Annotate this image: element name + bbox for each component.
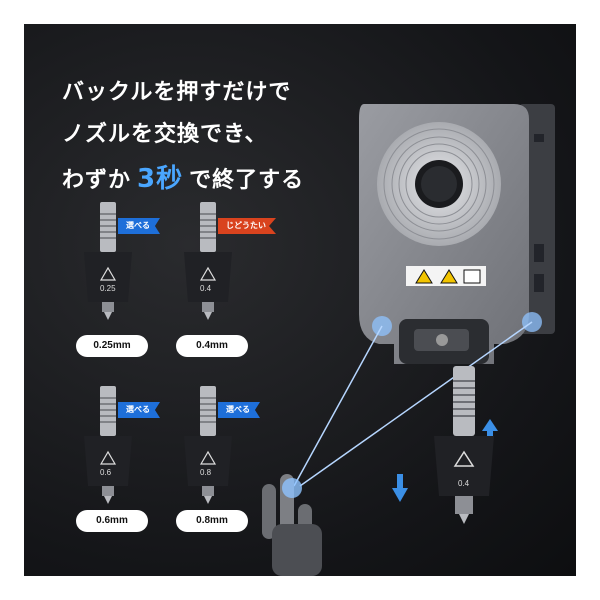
- nozzle-engraving: 0.6: [100, 468, 112, 477]
- headline-line-1: バックルを押すだけで: [62, 80, 292, 105]
- nozzle-option-3: [84, 386, 132, 504]
- temperature-icon: [463, 269, 481, 284]
- nozzle-size-label: 0.8mm: [176, 510, 248, 532]
- nozzle-option-2: [184, 202, 232, 320]
- hand-illustration: [262, 474, 322, 576]
- arrow-down-icon: [397, 474, 403, 488]
- nozzle-tag-ribbon: じどうたい: [218, 218, 276, 234]
- nozzle-tag-ribbon: 選べる: [118, 402, 160, 418]
- hero-nozzle-warning-icon: [453, 450, 475, 467]
- touch-point-hand: [282, 478, 302, 498]
- nozzle-engraving: 0.8: [200, 468, 212, 477]
- headline-line-3-before: わずか: [62, 168, 132, 193]
- nozzle-tag-ribbon: 選べる: [118, 218, 160, 234]
- headline-line-3-after: で終了する: [189, 168, 305, 193]
- nozzle-size-label: 0.6mm: [76, 510, 148, 532]
- printer-head-illustration: [359, 104, 555, 364]
- nozzle-size-label: 0.25mm: [76, 335, 148, 357]
- nozzle-option-1: [84, 202, 132, 320]
- hero-nozzle-engraving: 0.4: [458, 479, 470, 488]
- nozzle-size-label: 0.4mm: [176, 335, 248, 357]
- nozzle-tag-ribbon: 選べる: [218, 402, 260, 418]
- arrow-up-icon: [482, 419, 498, 431]
- nozzle-engraving: 0.25: [100, 284, 116, 293]
- hero-nozzle: [434, 366, 494, 524]
- nozzle-option-4: [184, 386, 232, 504]
- guide-lines: [293, 321, 533, 502]
- headline-line-2: ノズルを交換でき、: [62, 122, 268, 147]
- nozzle-engraving: 0.4: [200, 284, 212, 293]
- hot-surface-icon: [440, 269, 458, 284]
- warning-icon: [415, 269, 433, 284]
- headline-accent: 3秒: [137, 164, 184, 194]
